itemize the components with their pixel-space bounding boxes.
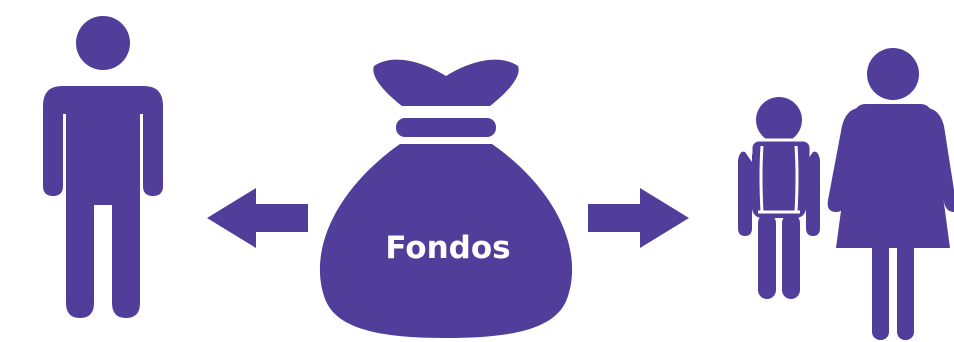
man-icon [43,16,163,318]
arrow-left-icon [207,188,308,248]
money-bag-icon: Fondos [319,59,573,338]
bag-label: Fondos [385,230,510,266]
arrow-right-icon [588,188,689,248]
woman-icon [827,48,954,340]
child-with-backpack-icon [738,97,820,299]
